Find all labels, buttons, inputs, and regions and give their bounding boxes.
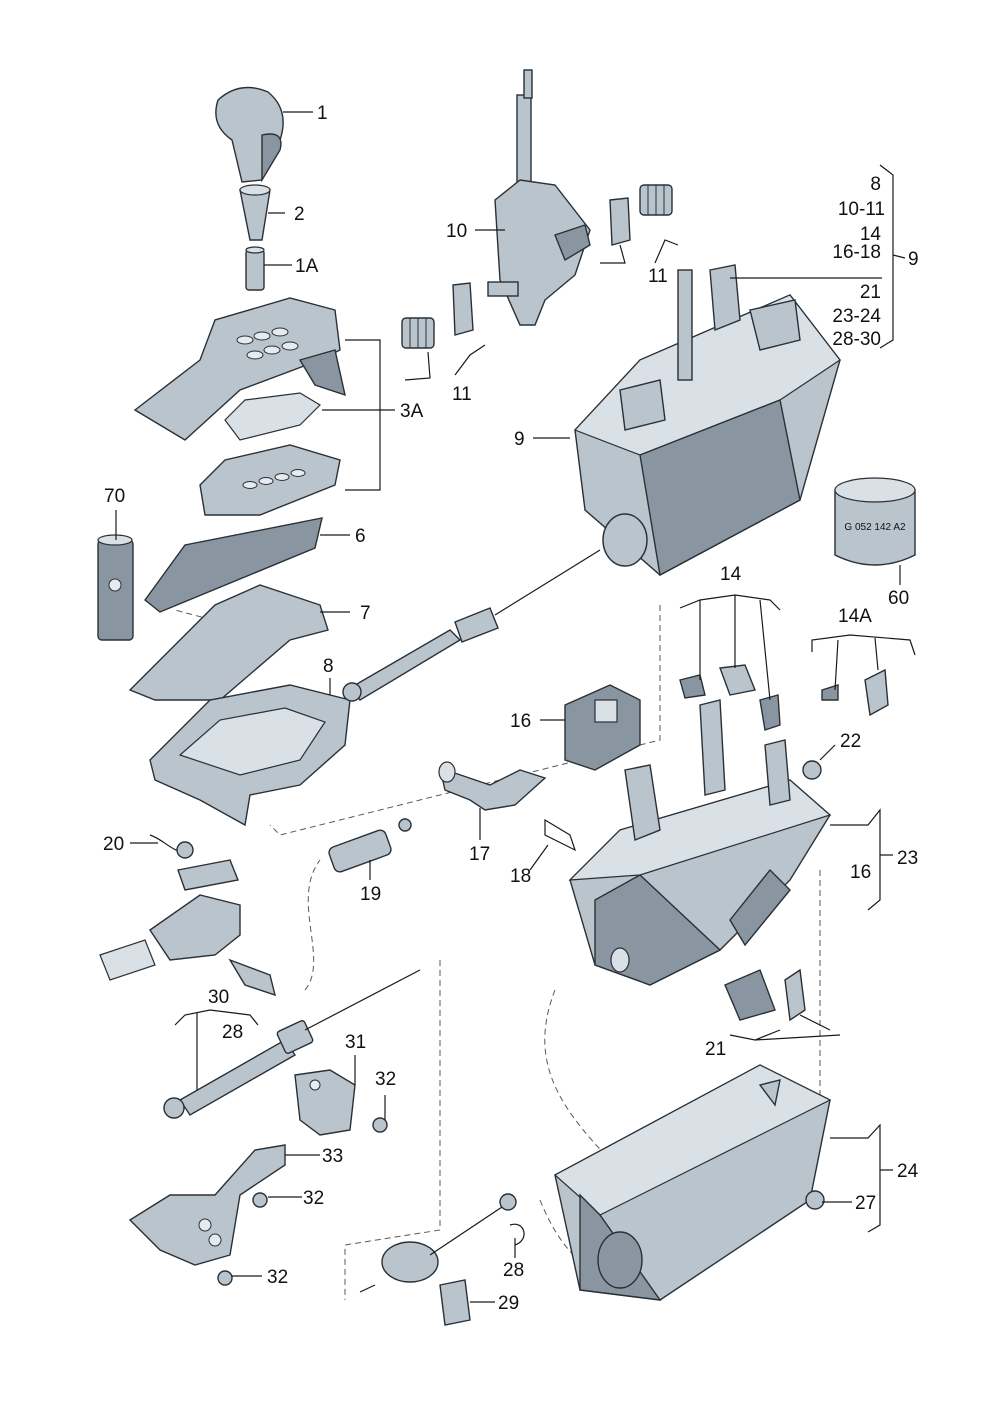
label-17: 17: [469, 844, 490, 865]
part-70-lubricant-tube: [97, 534, 134, 641]
label-28-group: 28: [222, 1022, 243, 1043]
label-9-group: 9: [908, 249, 919, 270]
part-14-clips: [679, 664, 781, 731]
part-11-gear-lower: [401, 282, 474, 349]
label-60-sticker: G 052 142 A2: [844, 522, 906, 533]
part-17-lever-pawl: [438, 761, 547, 811]
label-24: 24: [897, 1161, 919, 1182]
label-22: 22: [840, 731, 861, 752]
label-11-upper: 11: [648, 266, 668, 287]
label-28: 28: [503, 1260, 524, 1281]
label-29: 29: [498, 1293, 519, 1314]
label-32-upper: 32: [375, 1069, 396, 1090]
label-16-group: 16: [850, 862, 871, 883]
label-14: 14: [720, 564, 742, 585]
part-9-selector-housing: [573, 264, 841, 577]
label-14a: 14A: [838, 606, 872, 627]
leader-lines: [115, 111, 916, 1303]
label-1a: 1A: [295, 256, 319, 277]
part-3a-gate-cover: [133, 297, 346, 516]
selector-cable: [342, 549, 601, 702]
part-27-nut: [805, 1190, 825, 1210]
part-23-housing-base: [568, 699, 832, 986]
part-32-bolts: [217, 1117, 388, 1286]
part-30-shift-cable: [163, 969, 421, 1119]
part-16-switch: [564, 684, 641, 771]
part-22-nut: [802, 760, 822, 780]
label-10: 10: [446, 221, 467, 242]
part-19-solenoid: [328, 818, 412, 873]
part-6-trim-plate: [144, 517, 323, 613]
label-60: 60: [888, 588, 909, 609]
label-group9-2: 14: [860, 224, 882, 245]
label-21: 21: [705, 1039, 726, 1060]
part-24-lower-cover: [553, 1064, 832, 1301]
part-8-mounting-frame: [149, 684, 351, 827]
label-23: 23: [897, 848, 918, 869]
label-33: 33: [322, 1146, 343, 1167]
label-32-lower: 32: [267, 1267, 288, 1288]
label-6: 6: [355, 526, 366, 547]
part-20-lock-cylinder: [99, 834, 276, 997]
label-7: 7: [360, 603, 371, 624]
label-group9-6: 28-30: [832, 329, 881, 350]
label-1: 1: [317, 103, 328, 124]
part-11-gear-upper: [609, 184, 673, 246]
label-30: 30: [208, 987, 229, 1008]
label-16: 16: [510, 711, 531, 732]
part-60-tubing-sleeve: [834, 477, 916, 566]
label-9: 9: [514, 429, 525, 450]
label-19: 19: [360, 884, 381, 905]
part-1a-sleeve: [245, 246, 265, 291]
label-group9-0: 8: [870, 174, 881, 195]
part-21-switch: [724, 968, 831, 1031]
part-14a-clips: [821, 668, 889, 717]
label-70: 70: [104, 486, 125, 507]
part-2-collar: [239, 184, 271, 241]
label-3a: 3A: [400, 401, 424, 422]
label-27: 27: [855, 1193, 876, 1214]
part-labels: 1 2 1A 10 11 11 3A 9 9 8 10-11 14 16-18 …: [103, 103, 919, 1314]
label-8: 8: [323, 656, 334, 677]
label-group9-1: 10-11: [838, 199, 885, 220]
part-29-clip: [439, 1279, 471, 1326]
part-18-spring-clip: [544, 818, 577, 852]
part-31-bracket: [294, 1069, 356, 1136]
label-31: 31: [345, 1032, 366, 1053]
label-group9-3: 16-18: [832, 242, 881, 263]
part-1-shift-knob: [215, 86, 284, 183]
label-2: 2: [294, 204, 305, 225]
part-33-cable-bracket: [128, 1144, 286, 1266]
label-group9-4: 21: [860, 282, 881, 303]
label-11-lower: 11: [452, 384, 472, 405]
part-7-cover-plate: [128, 584, 329, 701]
label-group9-5: 23-24: [832, 306, 881, 327]
label-20: 20: [103, 834, 124, 855]
part-28-cable-end: [359, 1193, 525, 1293]
label-32-middle: 32: [303, 1188, 324, 1209]
part-10-selector-lever: [487, 69, 591, 326]
label-18: 18: [510, 866, 531, 887]
